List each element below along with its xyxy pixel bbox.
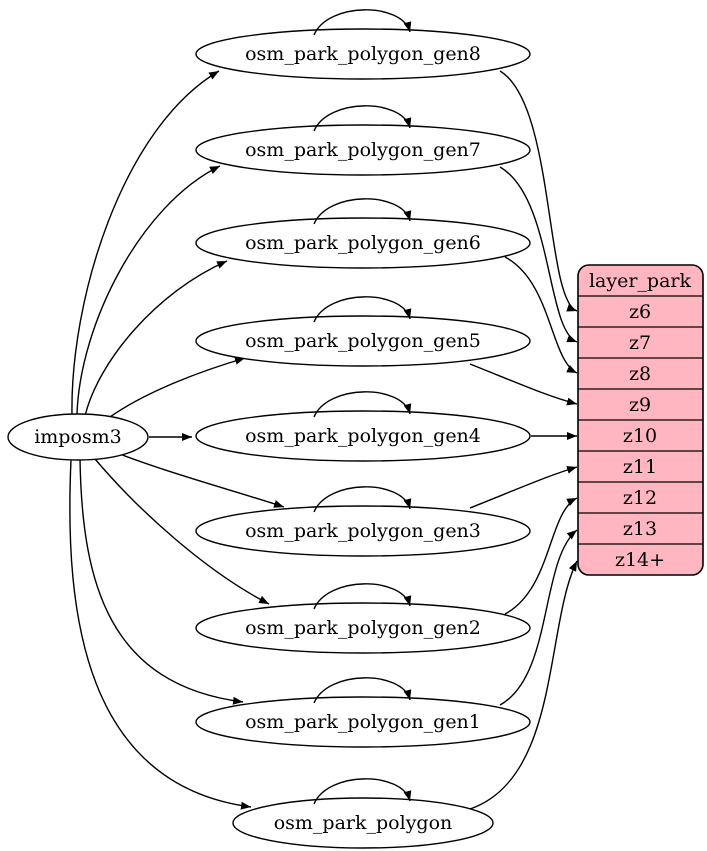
table-label: osm_park_polygon_gen1 <box>245 711 481 733</box>
imposm3-label: imposm3 <box>34 426 122 448</box>
node-osm-park-polygon-gen4: osm_park_polygon_gen4 <box>195 410 531 462</box>
table-ellipse <box>195 217 531 269</box>
table-label: osm_park_polygon_gen8 <box>245 43 481 65</box>
edge-gen2-to-z12 <box>504 497 578 615</box>
table-ellipse <box>195 28 531 80</box>
edge-gen1-to-z13 <box>499 529 578 706</box>
layer-park-row-z12: z12 <box>623 487 657 509</box>
table-ellipse <box>195 602 531 654</box>
edge-imposm3-to-polygon <box>69 459 252 810</box>
edge-imposm3-to-gen7 <box>76 165 221 415</box>
self-loop-gen4 <box>313 391 412 418</box>
edge-imposm3-to-gen1 <box>79 458 244 705</box>
edges-source-to-tables <box>69 70 285 810</box>
self-loop-gen1 <box>313 677 412 704</box>
self-loop-gen5 <box>313 296 412 323</box>
table-ellipse <box>195 410 531 462</box>
table-label: osm_park_polygon_gen6 <box>245 232 481 254</box>
table-ellipse <box>232 797 494 849</box>
layer-park-row-z6: z6 <box>629 301 651 323</box>
edge-gen8-to-z6 <box>499 70 578 312</box>
layer-park-title: layer_park <box>589 270 692 292</box>
edge-polygon-to-z14plus <box>469 560 578 810</box>
node-osm-park-polygon-gen8: osm_park_polygon_gen8 <box>195 28 531 80</box>
table-label: osm_park_polygon_gen4 <box>245 425 481 447</box>
self-loop-polygon <box>313 778 412 805</box>
table-label: osm_park_polygon_gen7 <box>245 139 481 161</box>
node-osm-park-polygon: osm_park_polygon <box>232 797 494 849</box>
layer-park-row-z10: z10 <box>623 425 657 447</box>
self-loop-edges <box>313 9 412 805</box>
layer-park-row-z7: z7 <box>629 332 651 354</box>
edge-imposm3-to-gen2 <box>94 458 270 605</box>
edge-imposm3-to-gen5 <box>102 357 246 423</box>
node-osm-park-polygon-gen7: osm_park_polygon_gen7 <box>195 124 531 176</box>
self-loop-gen7 <box>313 105 412 132</box>
layer-park-row-z8: z8 <box>629 363 651 385</box>
imposm3-ellipse <box>7 413 149 461</box>
node-osm-park-polygon-gen5: osm_park_polygon_gen5 <box>195 315 531 367</box>
node-osm-park-polygon-gen3: osm_park_polygon_gen3 <box>195 505 531 557</box>
self-loop-gen3 <box>313 486 412 513</box>
table-label: osm_park_polygon_gen2 <box>245 617 481 639</box>
edge-imposm3-to-gen8 <box>71 70 220 416</box>
layer-park-row-z14plus: z14+ <box>615 549 665 571</box>
table-ellipse <box>195 124 531 176</box>
node-osm-park-polygon-gen1: osm_park_polygon_gen1 <box>195 696 531 748</box>
edge-gen3-to-z11 <box>469 466 578 509</box>
table-label: osm_park_polygon_gen3 <box>245 520 481 542</box>
layer-park-row-z9: z9 <box>629 394 651 416</box>
table-ellipse <box>195 315 531 367</box>
table-label: osm_park_polygon <box>274 812 453 834</box>
edge-gen6-to-z8 <box>504 256 578 374</box>
layer-park-table: layer_park z6 z7 z8 z9 z10 z11 z12 z13 z… <box>577 264 704 576</box>
table-ellipse <box>195 505 531 557</box>
node-osm-park-polygon-gen2: osm_park_polygon_gen2 <box>195 602 531 654</box>
edges-tables-to-layer <box>469 70 578 810</box>
self-loop-gen6 <box>313 198 412 225</box>
edge-imposm3-to-gen6 <box>84 260 228 417</box>
node-osm-park-polygon-gen6: osm_park_polygon_gen6 <box>195 217 531 269</box>
edge-imposm3-to-gen3 <box>111 450 285 508</box>
edge-gen5-to-z9 <box>469 363 578 406</box>
self-loop-gen2 <box>313 583 412 610</box>
node-imposm3: imposm3 <box>7 413 149 461</box>
self-loop-gen8 <box>313 9 412 36</box>
table-label: osm_park_polygon_gen5 <box>245 330 481 352</box>
edge-gen7-to-z7 <box>499 166 578 343</box>
layer-park-row-z13: z13 <box>623 518 657 540</box>
table-ellipse <box>195 696 531 748</box>
layer-park-row-z11: z11 <box>623 456 657 478</box>
